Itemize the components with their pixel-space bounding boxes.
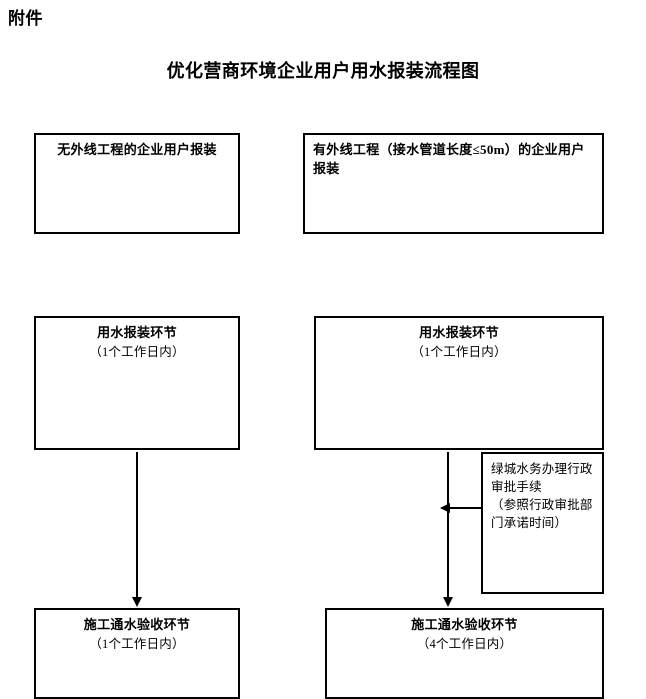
arrow-left-approval-icon (440, 503, 481, 513)
node-duration: （1个工作日内） (89, 344, 185, 359)
node-duration: （1个工作日内） (411, 344, 507, 359)
node-title: 用水报装环节 (97, 325, 177, 340)
node-duration: （1个工作日内） (89, 636, 185, 651)
node-construction-acceptance-left[interactable]: 施工通水验收环节 （1个工作日内） (34, 608, 240, 699)
node-water-application-stage-right[interactable]: 用水报装环节 （1个工作日内） (314, 316, 604, 450)
node-duration: （4个工作日内） (416, 636, 513, 651)
page-title: 优化营商环境企业用户用水报装流程图 (166, 61, 480, 81)
arrow-down-left-branch-icon (132, 452, 142, 607)
node-duration: （参照行政审批部门承诺时间） (491, 498, 593, 531)
node-with-external-project-application[interactable]: 有外线工程（接水管道长度≤50m）的企业用户报装 (303, 133, 604, 234)
node-no-external-project-application[interactable]: 无外线工程的企业用户报装 (34, 133, 240, 234)
attachment-label: 附件 (8, 9, 43, 28)
node-title: 施工通水验收环节 (411, 617, 518, 632)
node-construction-acceptance-right[interactable]: 施工通水验收环节 （4个工作日内） (325, 608, 604, 699)
node-title: 施工通水验收环节 (83, 617, 191, 632)
arrow-down-right-branch-icon (443, 452, 453, 607)
node-administrative-approval[interactable]: 绿城水务办理行政审批手续 （参照行政审批部门承诺时间） (481, 452, 604, 594)
node-title: 绿城水务办理行政审批手续 (491, 462, 593, 495)
node-title: 用水报装环节 (419, 325, 499, 340)
node-title: 有外线工程（接水管道长度≤50m）的企业用户报装 (313, 142, 585, 176)
node-water-application-stage-left[interactable]: 用水报装环节 （1个工作日内） (34, 316, 240, 450)
node-title: 无外线工程的企业用户报装 (57, 142, 217, 157)
